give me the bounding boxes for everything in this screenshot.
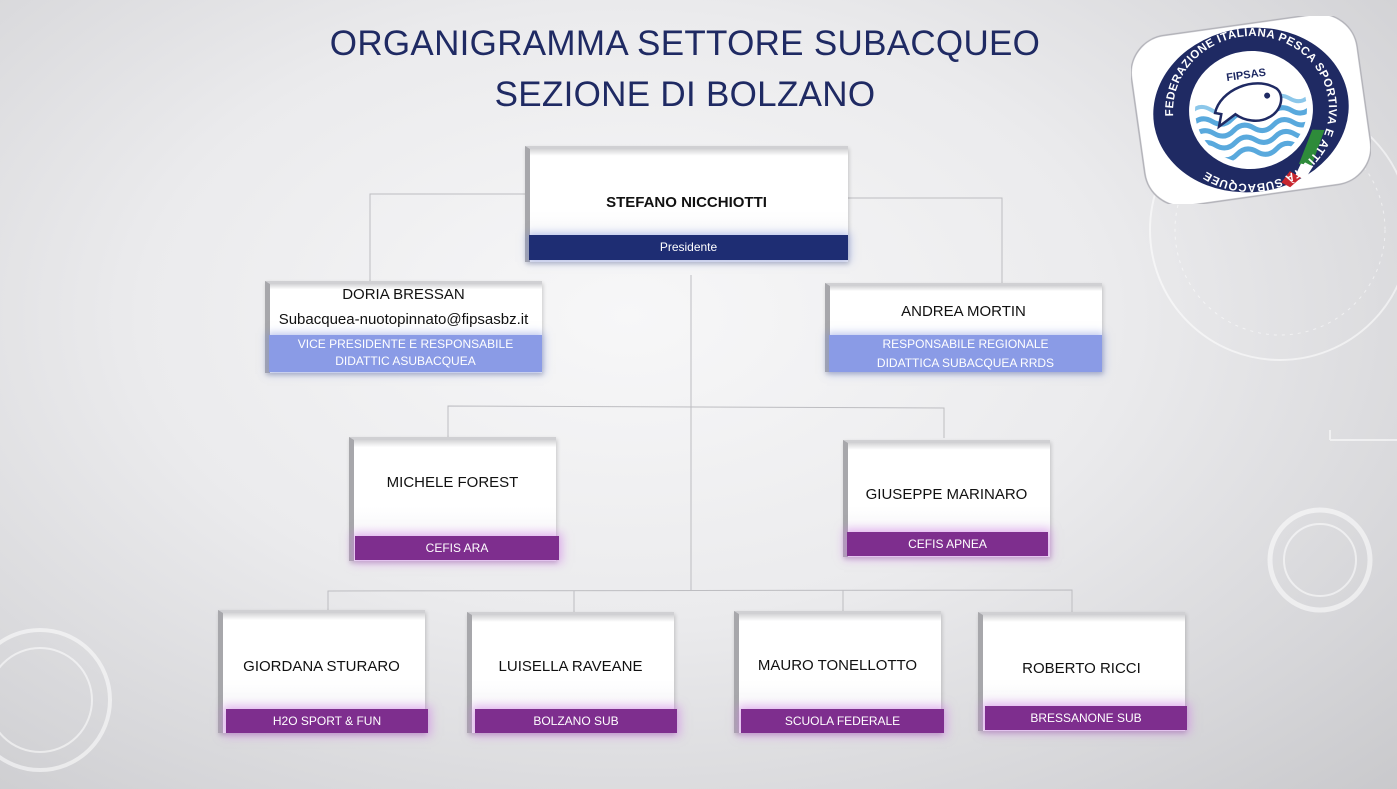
node-vice-president: DORIA BRESSAN Subacquea-nuotopinnato@fip… [265, 281, 542, 373]
regional-role-line2: DIDATTICA SUBACQUEA RRDS [876, 356, 1055, 370]
club-name: MAURO TONELLOTTO [757, 657, 918, 674]
node-cefis-apnea: GIUSEPPE MARINARO CEFIS APNEA [843, 440, 1050, 557]
chart-title-line2: SEZIONE DI BOLZANO [494, 75, 876, 114]
club-name: GIORDANA STURARO [243, 658, 400, 675]
connector-president-regional [848, 197, 1003, 283]
club-name: LUISELLA RAVEANE [498, 658, 643, 675]
club-role-tag: BOLZANO SUB [475, 709, 677, 733]
club-name: ROBERTO RICCI [1022, 660, 1141, 677]
president-role-tag: Presidente [529, 235, 848, 260]
node-president: STEFANO NICCHIOTTI Presidente [525, 146, 848, 262]
vice-name: DORIA BRESSAN [342, 286, 465, 303]
club-role-tag: SCUOLA FEDERALE [741, 709, 944, 733]
vice-email: Subacquea-nuotopinnato@fipsasbz.it [278, 311, 529, 328]
cefis-apnea-name: GIUSEPPE MARINARO [865, 486, 1028, 503]
node-club-scuola-federale: MAURO TONELLOTTO SCUOLA FEDERALE [734, 611, 944, 733]
node-club-bolzano-sub: LUISELLA RAVEANE BOLZANO SUB [467, 612, 677, 733]
logo-acronym: FIPSAS [1226, 67, 1267, 84]
connector-clubs-branch [327, 589, 1073, 612]
connector-president-vice [369, 193, 526, 283]
regional-role-tag: RESPONSABILE REGIONALE DIDATTICA SUBACQU… [829, 335, 1102, 372]
cefis-apnea-role-tag: CEFIS APNEA [847, 532, 1048, 556]
club-role-tag: H2O SPORT & FUN [226, 709, 428, 733]
node-regional-manager: ANDREA MORTIN RESPONSABILE REGIONALE DID… [825, 283, 1102, 372]
chart-title-line1: ORGANIGRAMMA SETTORE SUBACQUEO [329, 24, 1041, 63]
regional-name: ANDREA MORTIN [901, 303, 1026, 320]
vice-role-tag: VICE PRESIDENTE E RESPONSABILE DIDATTIC … [269, 335, 542, 372]
president-name: STEFANO NICCHIOTTI [606, 194, 767, 211]
node-club-bressanone-sub: ROBERTO RICCI BRESSANONE SUB [978, 612, 1187, 731]
cefis-ara-name: MICHELE FOREST [386, 474, 519, 491]
club-role-tag: BRESSANONE SUB [985, 706, 1187, 730]
fipsas-logo: FEDERAZIONE ITALIANA PESCA SPORTIVA E AT… [1131, 16, 1371, 204]
connector-cefis-branch [447, 405, 945, 438]
regional-role-line1: RESPONSABILE REGIONALE [882, 337, 1049, 351]
cefis-ara-role-tag: CEFIS ARA [355, 536, 559, 560]
node-club-h2o-sport: GIORDANA STURARO H2O SPORT & FUN [218, 610, 428, 733]
node-cefis-ara: MICHELE FOREST CEFIS ARA [349, 437, 559, 561]
